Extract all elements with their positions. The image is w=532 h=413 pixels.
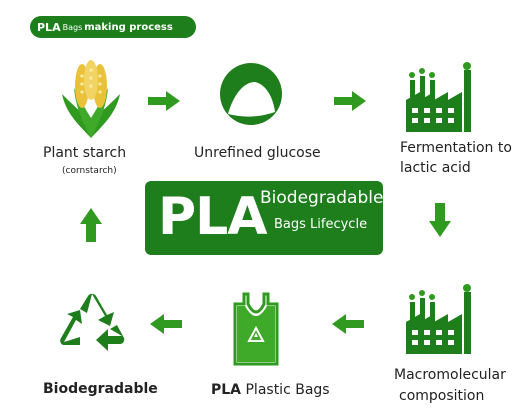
factory-icon — [406, 284, 471, 354]
arrow-right-icon — [334, 91, 366, 111]
center-biodegradable-text: Biodegradable — [260, 188, 384, 208]
fermentation-label-line1: Fermentation to — [400, 140, 512, 156]
pla-plastic-bags-label: PLA Plastic Bags — [211, 382, 330, 398]
bags-label-plastic-bags: Plastic Bags — [245, 382, 330, 398]
unrefined-glucose-label: Unrefined glucose — [194, 145, 321, 161]
shopping-bag-icon — [233, 292, 279, 366]
title-pla: PLA — [37, 20, 61, 34]
biodegradable-label: Biodegradable — [43, 381, 158, 397]
macromolecular-label-line1: Macromolecular — [394, 367, 506, 383]
process-title: PLA Bags making process — [30, 16, 196, 38]
cornstarch-sublabel: (cornstarch) — [62, 166, 117, 176]
arrow-down-icon — [429, 203, 451, 237]
recycle-icon — [60, 293, 125, 351]
lifecycle-center-box — [145, 181, 383, 255]
arrow-left-icon — [332, 314, 364, 334]
bags-label-pla: PLA — [211, 382, 242, 398]
title-bags: Bags — [62, 22, 83, 32]
corn-icon — [62, 60, 120, 138]
fermentation-label-line2: lactic acid — [400, 160, 471, 176]
arrow-up-icon — [80, 208, 102, 242]
factory-icon — [406, 62, 471, 132]
macromolecular-label-line2: composition — [399, 388, 485, 404]
center-pla-text: PLA — [158, 187, 267, 247]
plant-starch-label: Plant starch — [43, 145, 127, 161]
center-bags-lifecycle-text: Bags Lifecycle — [274, 217, 368, 232]
arrow-right-icon — [148, 91, 180, 111]
arrow-left-icon — [150, 314, 182, 334]
glucose-icon — [220, 63, 282, 125]
title-making-process: making process — [84, 21, 173, 33]
